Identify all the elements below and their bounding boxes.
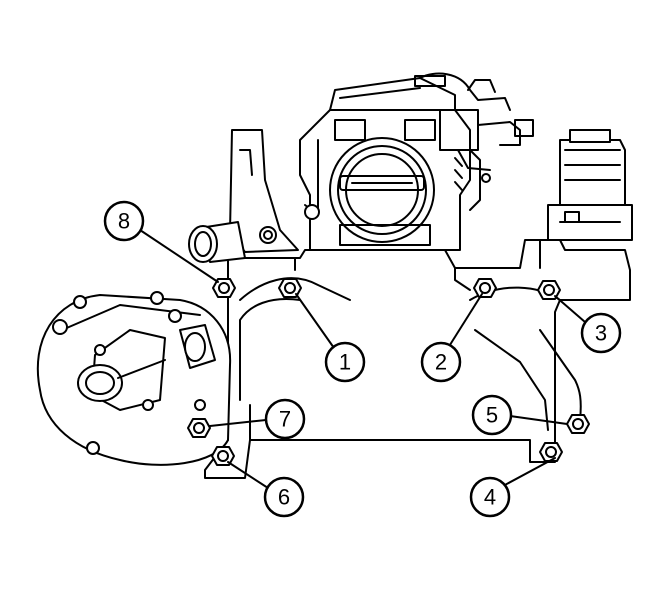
- bolt-4: [539, 442, 563, 462]
- callout-6: 6: [263, 476, 305, 518]
- svg-text:3: 3: [595, 321, 607, 346]
- bolt-2: [473, 278, 497, 298]
- leader-8: [139, 229, 219, 283]
- callout-3: 3: [580, 312, 622, 354]
- leader-7: [209, 419, 267, 427]
- bolt-8: [212, 278, 236, 298]
- svg-text:8: 8: [118, 209, 130, 234]
- bolt-6: [211, 446, 235, 466]
- svg-text:6: 6: [278, 485, 290, 510]
- thermostat-housing: [36, 291, 232, 466]
- bolt-1: [278, 278, 302, 298]
- manifold-body: [204, 239, 631, 479]
- svg-text:4: 4: [484, 485, 496, 510]
- callout-8: 8: [103, 200, 145, 242]
- callout-1: 1: [324, 341, 366, 383]
- egr-valve: [547, 129, 633, 241]
- leader-5: [509, 415, 568, 425]
- svg-text:7: 7: [279, 407, 291, 432]
- svg-text:2: 2: [435, 350, 447, 375]
- leader-6: [227, 461, 269, 489]
- bolt-3: [537, 280, 561, 300]
- callout-2: 2: [420, 341, 462, 383]
- leader-4: [502, 457, 556, 487]
- svg-text:5: 5: [486, 403, 498, 428]
- callout-5: 5: [471, 394, 513, 436]
- manifold-bolts: [187, 278, 590, 466]
- leader-1: [295, 293, 335, 349]
- throttle-linkage: [414, 72, 534, 183]
- coolant-outlet-pipe: [188, 221, 246, 263]
- bolt-7: [187, 418, 211, 438]
- leader-lines: [139, 229, 586, 489]
- callout-4: 4: [469, 476, 511, 518]
- leader-3: [554, 295, 586, 323]
- callout-7: 7: [264, 398, 306, 440]
- throttle-body: [299, 77, 481, 251]
- svg-text:1: 1: [339, 350, 351, 375]
- bolt-5: [566, 414, 590, 434]
- leader-2: [447, 293, 483, 349]
